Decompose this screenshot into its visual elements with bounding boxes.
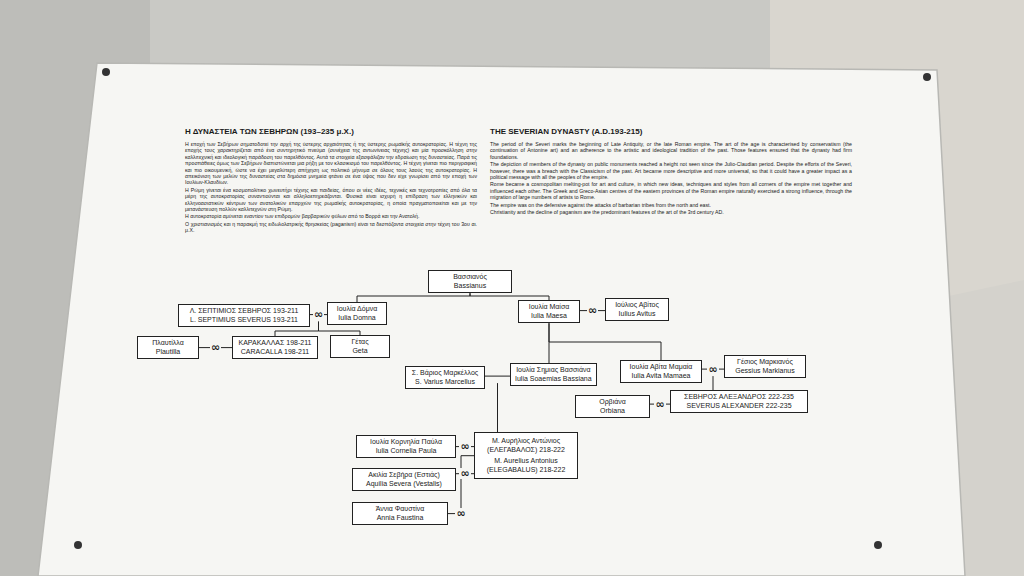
- person-name: Plautilla: [142, 348, 194, 357]
- person-name: Iulius Avitus: [610, 310, 664, 319]
- person-name: Iulia Cornelia Paula: [361, 447, 451, 456]
- marriage-symbol: ∞: [455, 508, 466, 519]
- person-name: Ορβιάνα: [580, 398, 645, 407]
- family-line: [549, 323, 661, 360]
- person-name: Geta: [335, 347, 385, 356]
- body-paragraph: The depiction of members of the dynasty …: [490, 161, 852, 180]
- person-name: Γέτας: [335, 338, 385, 347]
- panel-heading: Η ΔΥΝΑΣΤΕΙΑ ΤΩΝ ΣΕΒΗΡΩΝ (193–235 μ.Χ.): [185, 127, 354, 136]
- screw: [102, 68, 110, 76]
- person-box: Ιούλιος ΑβίτοςIulius Avitus: [605, 298, 669, 321]
- text-column: Η εποχή των Σεβήρων σηματοδοτεί την αρχή…: [185, 141, 477, 235]
- person-name: M. Aurelius Antonius (ELEGABALUS) 218-22…: [479, 457, 573, 474]
- family-line: [485, 376, 510, 377]
- panel-heading: THE SEVERIAN DYNASTY (A.D.193-215): [490, 127, 642, 136]
- person-name: Ιουλία Αβίτα Μαμαία: [625, 363, 697, 372]
- person-name: Aquilia Severa (Vestalis): [357, 480, 451, 489]
- family-line: [470, 293, 549, 300]
- person-name: Ιουλία Σημιας Βασσιάνα: [515, 366, 592, 375]
- screw: [874, 541, 882, 549]
- person-name: Iulia Maesa: [523, 312, 575, 321]
- person-box: Ιουλία Αβίτα ΜαμαίαIulia Avita Mamaea: [620, 360, 702, 383]
- marriage-symbol: ∞: [587, 305, 598, 316]
- screw: [923, 73, 931, 81]
- body-paragraph: Η αυτοκρατορία αμύνεται εναντίον των επι…: [185, 213, 477, 219]
- body-paragraph: Η εποχή των Σεβήρων σηματοδοτεί την αρχή…: [185, 141, 477, 186]
- marriage-symbol: ∞: [707, 364, 718, 375]
- person-box: Σ. Βάριος ΜαρκέλλοςS. Varius Marcellus: [405, 366, 485, 389]
- person-box: ΣΕΒΗΡΟΣ ΑΛΕΞΑΝΔΡΟΣ 222-235SEVERUS ALEXAN…: [670, 390, 808, 413]
- text-column: The period of the Severi marks the begin…: [490, 141, 852, 216]
- person-name: Ιούλιος Αβίτος: [610, 301, 664, 310]
- person-box: ΒασσιανόςBassianus: [428, 270, 512, 293]
- person-name: Πλαυτίλλα: [142, 339, 194, 348]
- person-name: Λ. ΣΕΠΤΙΜΙΟΣ ΣΕΒΗΡΟΣ 193-211: [183, 307, 305, 316]
- person-box: Ακιλία Σεβήρα (Εστιάς)Aquilia Severa (Ve…: [352, 468, 456, 491]
- person-name: ΣΕΒΗΡΟΣ ΑΛΕΞΑΝΔΡΟΣ 222-235: [675, 393, 803, 402]
- person-name: S. Varius Marcellus: [410, 378, 480, 387]
- person-name: Γέσιος Μαρκιανός: [729, 358, 801, 367]
- family-line: [713, 376, 714, 390]
- person-name: Ακιλία Σεβήρα (Εστιάς): [357, 471, 451, 480]
- body-paragraph: The period of the Severi marks the begin…: [490, 141, 852, 160]
- marriage-symbol: ∞: [210, 342, 221, 353]
- person-box: Ιουλία Σημιας ΒασσιάναIulia Soaemias Bas…: [510, 363, 597, 386]
- person-box: Μ. Αυρήλιος Αντώνιος (ΕΛΕΓΑΒΑΛΟΣ) 218-22…: [474, 432, 578, 479]
- marriage-symbol: ∞: [459, 468, 470, 479]
- person-name: ΚΑΡΑΚΑΛΛΑΣ 198-211: [237, 339, 313, 348]
- person-box: Λ. ΣΕΠΤΙΜΙΟΣ ΣΕΒΗΡΟΣ 193-211L. SEPTIMIUS…: [178, 304, 310, 327]
- person-name: Annia Faustina: [357, 514, 443, 523]
- body-paragraph: The empire was on the defensive against …: [490, 202, 852, 208]
- person-name: Iulia Soaemias Bassiana: [515, 375, 592, 384]
- family-line: [357, 293, 470, 302]
- person-name: SEVERUS ALEXANDER 222-235: [675, 402, 803, 411]
- person-name: L. SEPTIMIUS SEVERUS 193-211: [183, 316, 305, 325]
- person-name: Βασσιανός: [433, 273, 507, 282]
- person-box: Ιουλία ΜαίσαIulia Maesa: [518, 300, 580, 323]
- person-name: Μ. Αυρήλιος Αντώνιος (ΕΛΕΓΑΒΑΛΟΣ) 218-22…: [479, 437, 573, 454]
- person-box: ΚΑΡΑΚΑΛΛΑΣ 198-211CARACALLA 198-211: [232, 336, 318, 359]
- person-name: Iulia Domna: [332, 314, 382, 323]
- person-box: Ιουλία Κορνηλία ΠαύλαIulia Cornelia Paul…: [356, 435, 456, 458]
- marriage-symbol: ∞: [313, 309, 324, 320]
- person-box: Άννια ΦαυστίναAnnia Faustina: [352, 502, 448, 525]
- person-name: Ιουλία Κορνηλία Παύλα: [361, 438, 451, 447]
- person-name: CARACALLA 198-211: [237, 348, 313, 357]
- person-name: Bassianus: [433, 282, 507, 291]
- person-name: Orbiana: [580, 407, 645, 416]
- person-name: Ιουλία Μαίσα: [523, 303, 575, 312]
- marriage-symbol: ∞: [654, 399, 665, 410]
- body-paragraph: Christianity and the decline of paganism…: [490, 209, 852, 215]
- person-name: Ιουλία Δόμνα: [332, 305, 382, 314]
- person-name: Gessius Markianus: [729, 367, 801, 376]
- person-box: Ιουλία ΔόμναIulia Domna: [327, 302, 387, 325]
- person-name: Iulia Avita Mamaea: [625, 372, 697, 381]
- body-paragraph: Ο χριστιανισμός και η παρακμή της ειδωλο…: [185, 221, 477, 234]
- person-box: ΟρβιάναOrbiana: [575, 395, 650, 418]
- person-box: ΓέταςGeta: [330, 335, 390, 358]
- body-paragraph: Η Ρώμη γίνεται ένα κοσμοπολίτικο χωνευτή…: [185, 187, 477, 213]
- family-line: [497, 383, 498, 432]
- person-name: Σ. Βάριος Μαρκέλλος: [410, 369, 480, 378]
- screw: [74, 541, 82, 549]
- person-box: Γέσιος ΜαρκιανόςGessius Markianus: [724, 355, 806, 378]
- marriage-symbol: ∞: [459, 441, 470, 452]
- person-name: Άννια Φαυστίνα: [357, 505, 443, 514]
- person-box: ΠλαυτίλλαPlautilla: [137, 336, 199, 359]
- body-paragraph: Rome became a cosmopolitan melting-pot f…: [490, 181, 852, 200]
- placard-board: [38, 63, 965, 576]
